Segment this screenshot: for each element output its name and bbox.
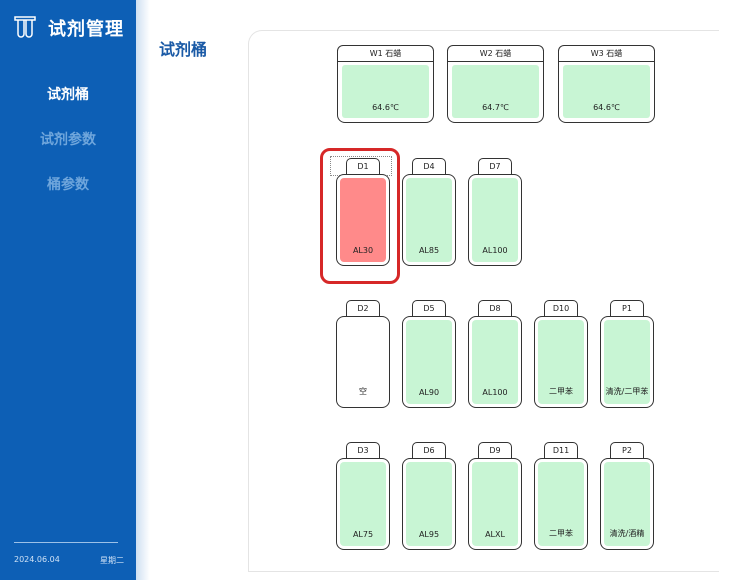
- wax-fill: [563, 65, 650, 118]
- bucket-reagent-label: AL85: [418, 246, 440, 255]
- footer-weekday: 星期二: [100, 556, 124, 565]
- wax-tank-body: 64.7℃: [447, 61, 544, 123]
- sidebar-divider: [14, 542, 118, 543]
- bucket-reagent-label: 空: [359, 387, 367, 396]
- bucket-p2[interactable]: P2 清洗/酒精: [600, 442, 654, 554]
- wax-tank-temp: 64.6℃: [372, 103, 399, 112]
- page-title: 试剂桶: [159, 40, 208, 59]
- bucket-body: AL90: [402, 316, 456, 408]
- bucket-body: 二甲苯: [534, 458, 588, 550]
- wax-tank-w2[interactable]: W2 石蜡 64.7℃: [447, 45, 544, 125]
- bucket-reagent-label: AL100: [482, 246, 508, 255]
- bucket-fill: [538, 462, 584, 546]
- bucket-fill: [472, 320, 518, 404]
- bucket-reagent-label: AL100: [482, 388, 508, 397]
- bucket-fill: [604, 320, 650, 404]
- app-title: 试剂管理: [48, 19, 124, 40]
- bucket-body: 清洗/酒精: [600, 458, 654, 550]
- bucket-body: AL85: [402, 174, 456, 266]
- sidebar-footer: 2024.06.04 星期二: [14, 555, 124, 566]
- bucket-reagent-label: 清洗/酒精: [609, 529, 645, 538]
- bucket-body: AL75: [336, 458, 390, 550]
- sidebar-shadow: [136, 0, 150, 580]
- footer-date: 2024.06.04: [14, 555, 60, 564]
- bucket-fill: [604, 462, 650, 546]
- bucket-fill: [472, 178, 518, 262]
- bucket-fill: [406, 320, 452, 404]
- bucket-fill: [406, 462, 452, 546]
- sidebar-item-reagent-params[interactable]: 试剂参数: [40, 132, 96, 148]
- bucket-body: 空: [336, 316, 390, 408]
- bucket-fill-alert: [340, 178, 386, 262]
- sidebar-item-reagent-bucket[interactable]: 试剂桶: [47, 87, 89, 103]
- wax-tank-body: 64.6℃: [337, 61, 434, 123]
- bucket-reagent-label: ALXL: [485, 530, 505, 539]
- bucket-body: AL100: [468, 174, 522, 266]
- bucket-fill: [340, 462, 386, 546]
- bucket-reagent-label: 二甲苯: [549, 387, 573, 396]
- wax-tank-temp: 64.6℃: [593, 103, 620, 112]
- bucket-reagent-label: AL30: [352, 246, 374, 255]
- bucket-reagent-label: 清洗/二甲苯: [605, 387, 649, 396]
- wax-fill: [342, 65, 429, 118]
- wax-tank-w1[interactable]: W1 石蜡 64.6℃: [337, 45, 434, 125]
- bucket-body: AL100: [468, 316, 522, 408]
- selection-highlight: [320, 148, 400, 284]
- bucket-fill: [406, 178, 452, 262]
- bucket-body: ALXL: [468, 458, 522, 550]
- bucket-reagent-label: AL75: [352, 530, 374, 539]
- bucket-body: AL95: [402, 458, 456, 550]
- brand: 试剂管理: [14, 14, 124, 42]
- bucket-fill: [472, 462, 518, 546]
- bucket-body: 清洗/二甲苯: [600, 316, 654, 408]
- bucket-id-label: P2: [610, 442, 644, 460]
- bucket-reagent-label: 二甲苯: [549, 529, 573, 538]
- wax-fill: [452, 65, 539, 118]
- wax-tank-w3[interactable]: W3 石蜡 64.6℃: [558, 45, 655, 125]
- sidebar-item-bucket-params[interactable]: 桶参数: [47, 177, 89, 193]
- bucket-reagent-label: AL90: [418, 388, 440, 397]
- wax-tank-body: 64.6℃: [558, 61, 655, 123]
- bucket-reagent-label: AL95: [418, 530, 440, 539]
- wax-tank-temp: 64.7℃: [482, 103, 509, 112]
- sidebar: 试剂管理 试剂桶 试剂参数 桶参数 2024.06.04 星期二: [0, 0, 136, 580]
- bucket-body: 二甲苯: [534, 316, 588, 408]
- reagent-tubes-icon: [14, 16, 36, 38]
- bucket-body: AL30: [336, 174, 390, 266]
- bucket-fill: [538, 320, 584, 404]
